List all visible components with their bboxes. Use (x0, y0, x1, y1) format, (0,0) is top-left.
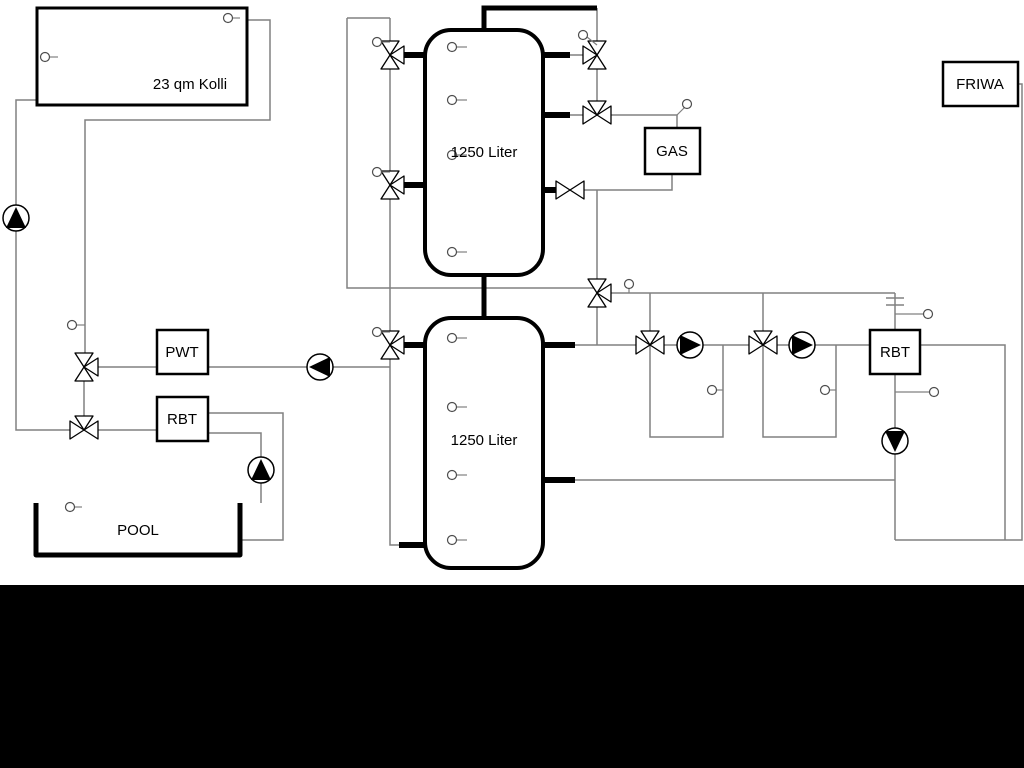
three-way-valve-icon (380, 170, 405, 200)
sensor-icon (446, 94, 467, 106)
pipe-top-header (481, 5, 597, 30)
shutoff-valve-icon (555, 180, 585, 200)
three-way-valve-icon (582, 100, 612, 125)
pump-left-icon (306, 353, 334, 381)
sensor-icon (577, 29, 598, 46)
pump-right-icon (676, 331, 704, 359)
rbt-left-label: RBT (167, 411, 197, 428)
pumps (2, 204, 909, 484)
three-way-valve-icon (69, 415, 99, 440)
sensor-icon (446, 332, 467, 344)
sensor-icon (446, 401, 467, 413)
pipe-left-riser (15, 99, 70, 431)
tank-bottom-label: 1250 Liter (451, 432, 518, 449)
gas-boiler-box (643, 126, 702, 176)
pipe-collector-hot (84, 19, 271, 353)
three-way-valve-icon (587, 278, 612, 308)
sensor-icon (222, 12, 240, 24)
temperature-sensors (39, 12, 940, 546)
sensor-icon (39, 51, 58, 63)
pipe-tank-left-manifold (389, 18, 399, 546)
pool-label: POOL (117, 522, 159, 539)
sensor-icon (446, 41, 467, 53)
labels: 23 qm Kolli 1250 Liter 1250 Liter GAS FR… (117, 76, 1004, 539)
pipe-gas-supply (611, 114, 678, 128)
pipe-friwa-loop (895, 83, 1023, 541)
main-pipes (399, 5, 597, 548)
sensor-icon (446, 246, 467, 258)
three-way-valve-icon (380, 330, 405, 360)
black-footer-bar (0, 585, 1024, 768)
tank-top-label: 1250 Liter (451, 144, 518, 161)
pwt-box (155, 328, 210, 376)
sensor-icon (446, 534, 467, 546)
pump-right-icon (788, 331, 816, 359)
valves (69, 40, 778, 440)
collector-label: 23 qm Kolli (153, 76, 227, 93)
pipe-tank2-flow-long (575, 344, 1006, 540)
buffer-tank-top (423, 28, 545, 277)
three-way-valve-icon (635, 330, 665, 355)
three-way-valve-icon (748, 330, 778, 355)
sensor-icon (623, 278, 635, 293)
pwt-label: PWT (165, 344, 198, 361)
rbt-right-label: RBT (880, 344, 910, 361)
three-way-valve-icon (380, 40, 405, 70)
sensor-icon (819, 384, 836, 396)
sensor-icon (895, 308, 934, 320)
sensor-icon (446, 149, 467, 161)
pump-up-icon (247, 456, 275, 484)
pipe-circuit-a-bypass (649, 345, 724, 438)
components (33, 6, 1020, 570)
sensor-icon (371, 36, 390, 48)
pipe-gas-return (584, 174, 673, 191)
sensor-icon (371, 326, 390, 338)
pool-basin (33, 503, 243, 558)
sensor-icon (66, 319, 85, 331)
sensor-icon (446, 469, 467, 481)
pipe-rbt-pool-supply (208, 412, 284, 541)
gas-label: GAS (656, 143, 688, 160)
sensor-icon (676, 98, 693, 116)
sensor-icon (371, 166, 390, 178)
friwa-box (941, 60, 1020, 108)
sensor-icon (895, 386, 940, 398)
rbt-right-box (868, 328, 922, 376)
pipe-bypass-riser (346, 18, 597, 289)
pump-down-icon (881, 427, 909, 455)
friwa-label: FRIWA (956, 76, 1004, 93)
rbt-left-box (155, 395, 210, 443)
three-way-valve-icon (74, 352, 99, 382)
pipe-circuit-b-bypass (762, 345, 837, 438)
buffer-tank-bottom (423, 316, 545, 570)
solar-collector-box (35, 6, 249, 107)
sensor-icon (64, 501, 82, 513)
pump-up-icon (2, 204, 30, 232)
three-way-valve-icon (582, 40, 607, 70)
sensor-icon (706, 384, 723, 396)
